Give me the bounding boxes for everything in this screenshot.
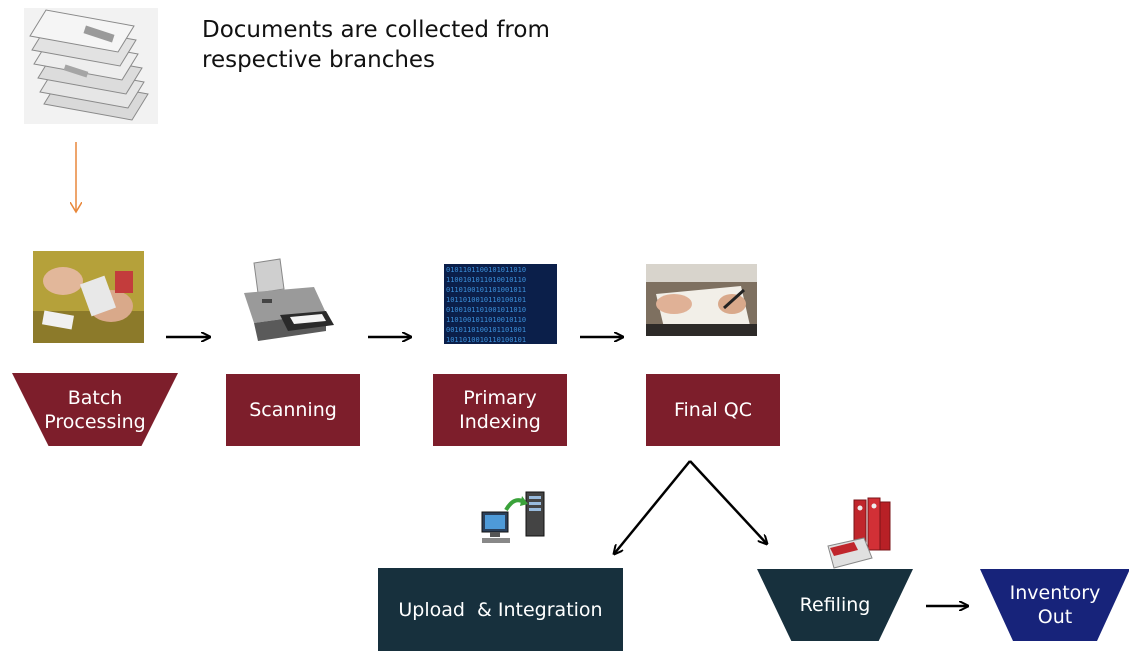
scanner-image: [234, 253, 338, 349]
document-stack-image: [24, 8, 158, 124]
primary-indexing-label-2: Indexing: [459, 411, 541, 433]
upload-integration-label: Upload & Integration: [398, 598, 603, 621]
batch-processing-label-1: Batch: [67, 386, 123, 409]
refiling-label: Refiling: [799, 594, 871, 616]
batch-processing-step: Batch Processing: [12, 373, 178, 446]
batch-processing-label-2: Processing: [44, 410, 146, 433]
svg-text:1011010010110100101: 1011010010110100101: [446, 336, 526, 344]
scanning-label: Scanning: [249, 399, 337, 421]
inventory-out-step: Inventory Out: [980, 569, 1129, 641]
intro-line-2: respective branches: [202, 47, 436, 73]
inventory-out-label-2: Out: [1037, 606, 1073, 628]
batch-processing-image: [33, 251, 144, 343]
upload-integration-step: Upload & Integration: [378, 568, 623, 651]
final-qc-label: Final QC: [673, 399, 753, 421]
computer-server-image: [478, 486, 550, 546]
svg-text:0110100101101001011: 0110100101101001011: [446, 286, 526, 294]
svg-text:0010110100101101001: 0010110100101101001: [446, 326, 526, 334]
intro-text: Documents are collected from respective …: [202, 15, 622, 75]
arrow-qc-to-refiling: [689, 460, 767, 544]
arrow-qc-to-upload: [614, 460, 691, 554]
primary-indexing-label-1: Primary: [463, 387, 537, 409]
svg-text:1011010010110100101: 1011010010110100101: [446, 296, 526, 304]
svg-text:1101001011010010110: 1101001011010010110: [446, 316, 526, 324]
scanning-step: Scanning: [226, 374, 360, 446]
intro-line-1: Documents are collected from: [202, 17, 550, 43]
binders-image: [824, 496, 894, 570]
primary-indexing-step: Primary Indexing: [433, 374, 567, 446]
svg-text:0100101101001011010: 0100101101001011010: [446, 306, 526, 314]
svg-text:1100101011010010110: 1100101011010010110: [446, 276, 526, 284]
inventory-out-label-1: Inventory: [1009, 582, 1101, 604]
refiling-step: Refiling: [757, 569, 913, 641]
binary-code-image: 0101101100101011010 1100101011010010110 …: [444, 264, 557, 344]
svg-text:0101101100101011010: 0101101100101011010: [446, 266, 526, 274]
signing-document-image: [646, 264, 757, 336]
final-qc-step: Final QC: [646, 374, 780, 446]
